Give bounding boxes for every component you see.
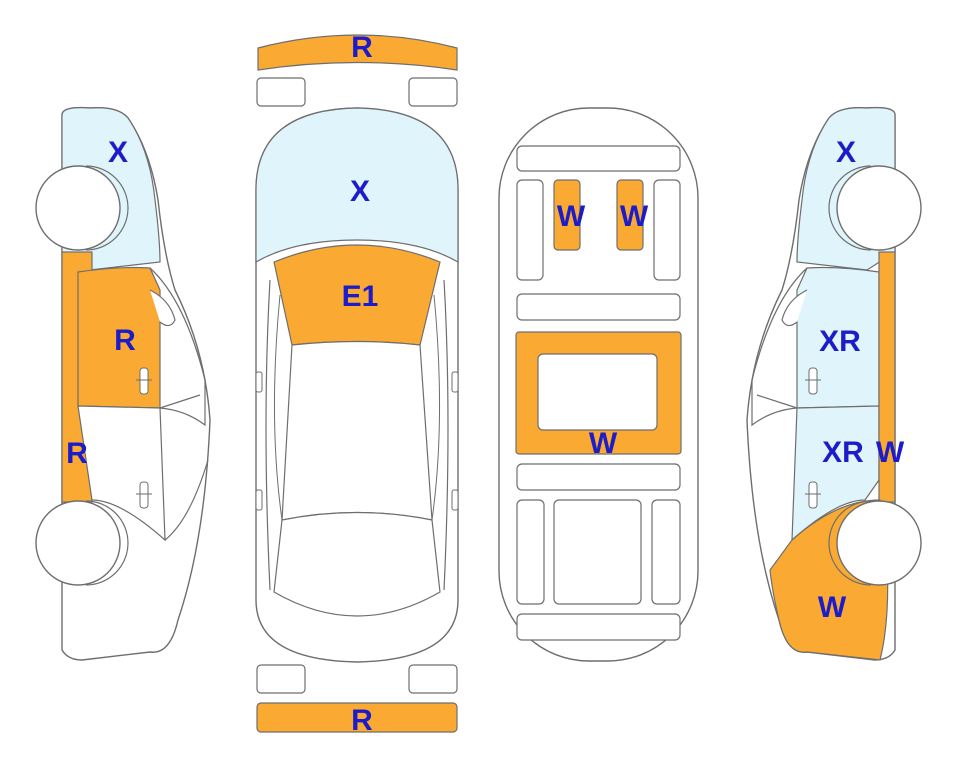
label-left-front-quarter: X [108,136,128,169]
left-rear-wheel [35,500,121,586]
damage-labels: R X E1 R W W W X R R X XR XR W W [66,31,905,737]
floor-seat-right[interactable] [616,179,644,251]
left-side-view [35,106,211,661]
top-rear-bumper[interactable] [256,702,458,733]
label-left-front-door: R [114,324,136,357]
label-right-rear-quarter: W [818,591,847,624]
label-top-bumper: R [351,31,373,64]
label-floor-center: W [589,427,618,460]
left-front-wheel [35,165,121,251]
label-right-front-door: XR [819,325,861,358]
label-top-hood: E1 [342,280,379,313]
right-front-wheel [836,165,922,251]
label-floor-seat-left: W [557,200,586,233]
label-right-rocker: W [876,436,905,469]
top-rear-glass [273,511,441,617]
top-front-right-light [408,77,458,107]
label-right-rear-door: XR [822,436,864,469]
label-top-windshield: X [350,175,370,208]
label-left-rocker: R [66,437,88,470]
top-rear-right-light [408,664,458,694]
top-front-glass[interactable] [255,107,459,264]
right-rear-wheel [836,500,922,586]
top-cabin-outline [281,340,433,521]
label-right-front-quarter: X [836,136,856,169]
top-front-bumper[interactable] [257,34,458,71]
floor-seat-left[interactable] [553,179,581,251]
label-floor-seat-right: W [620,200,649,233]
floor-view [498,107,699,662]
label-bottom-bumper: R [351,704,373,737]
top-front-left-light [256,77,306,107]
right-side-view [746,106,922,661]
top-view [255,34,459,733]
top-rear-left-light [256,664,306,694]
